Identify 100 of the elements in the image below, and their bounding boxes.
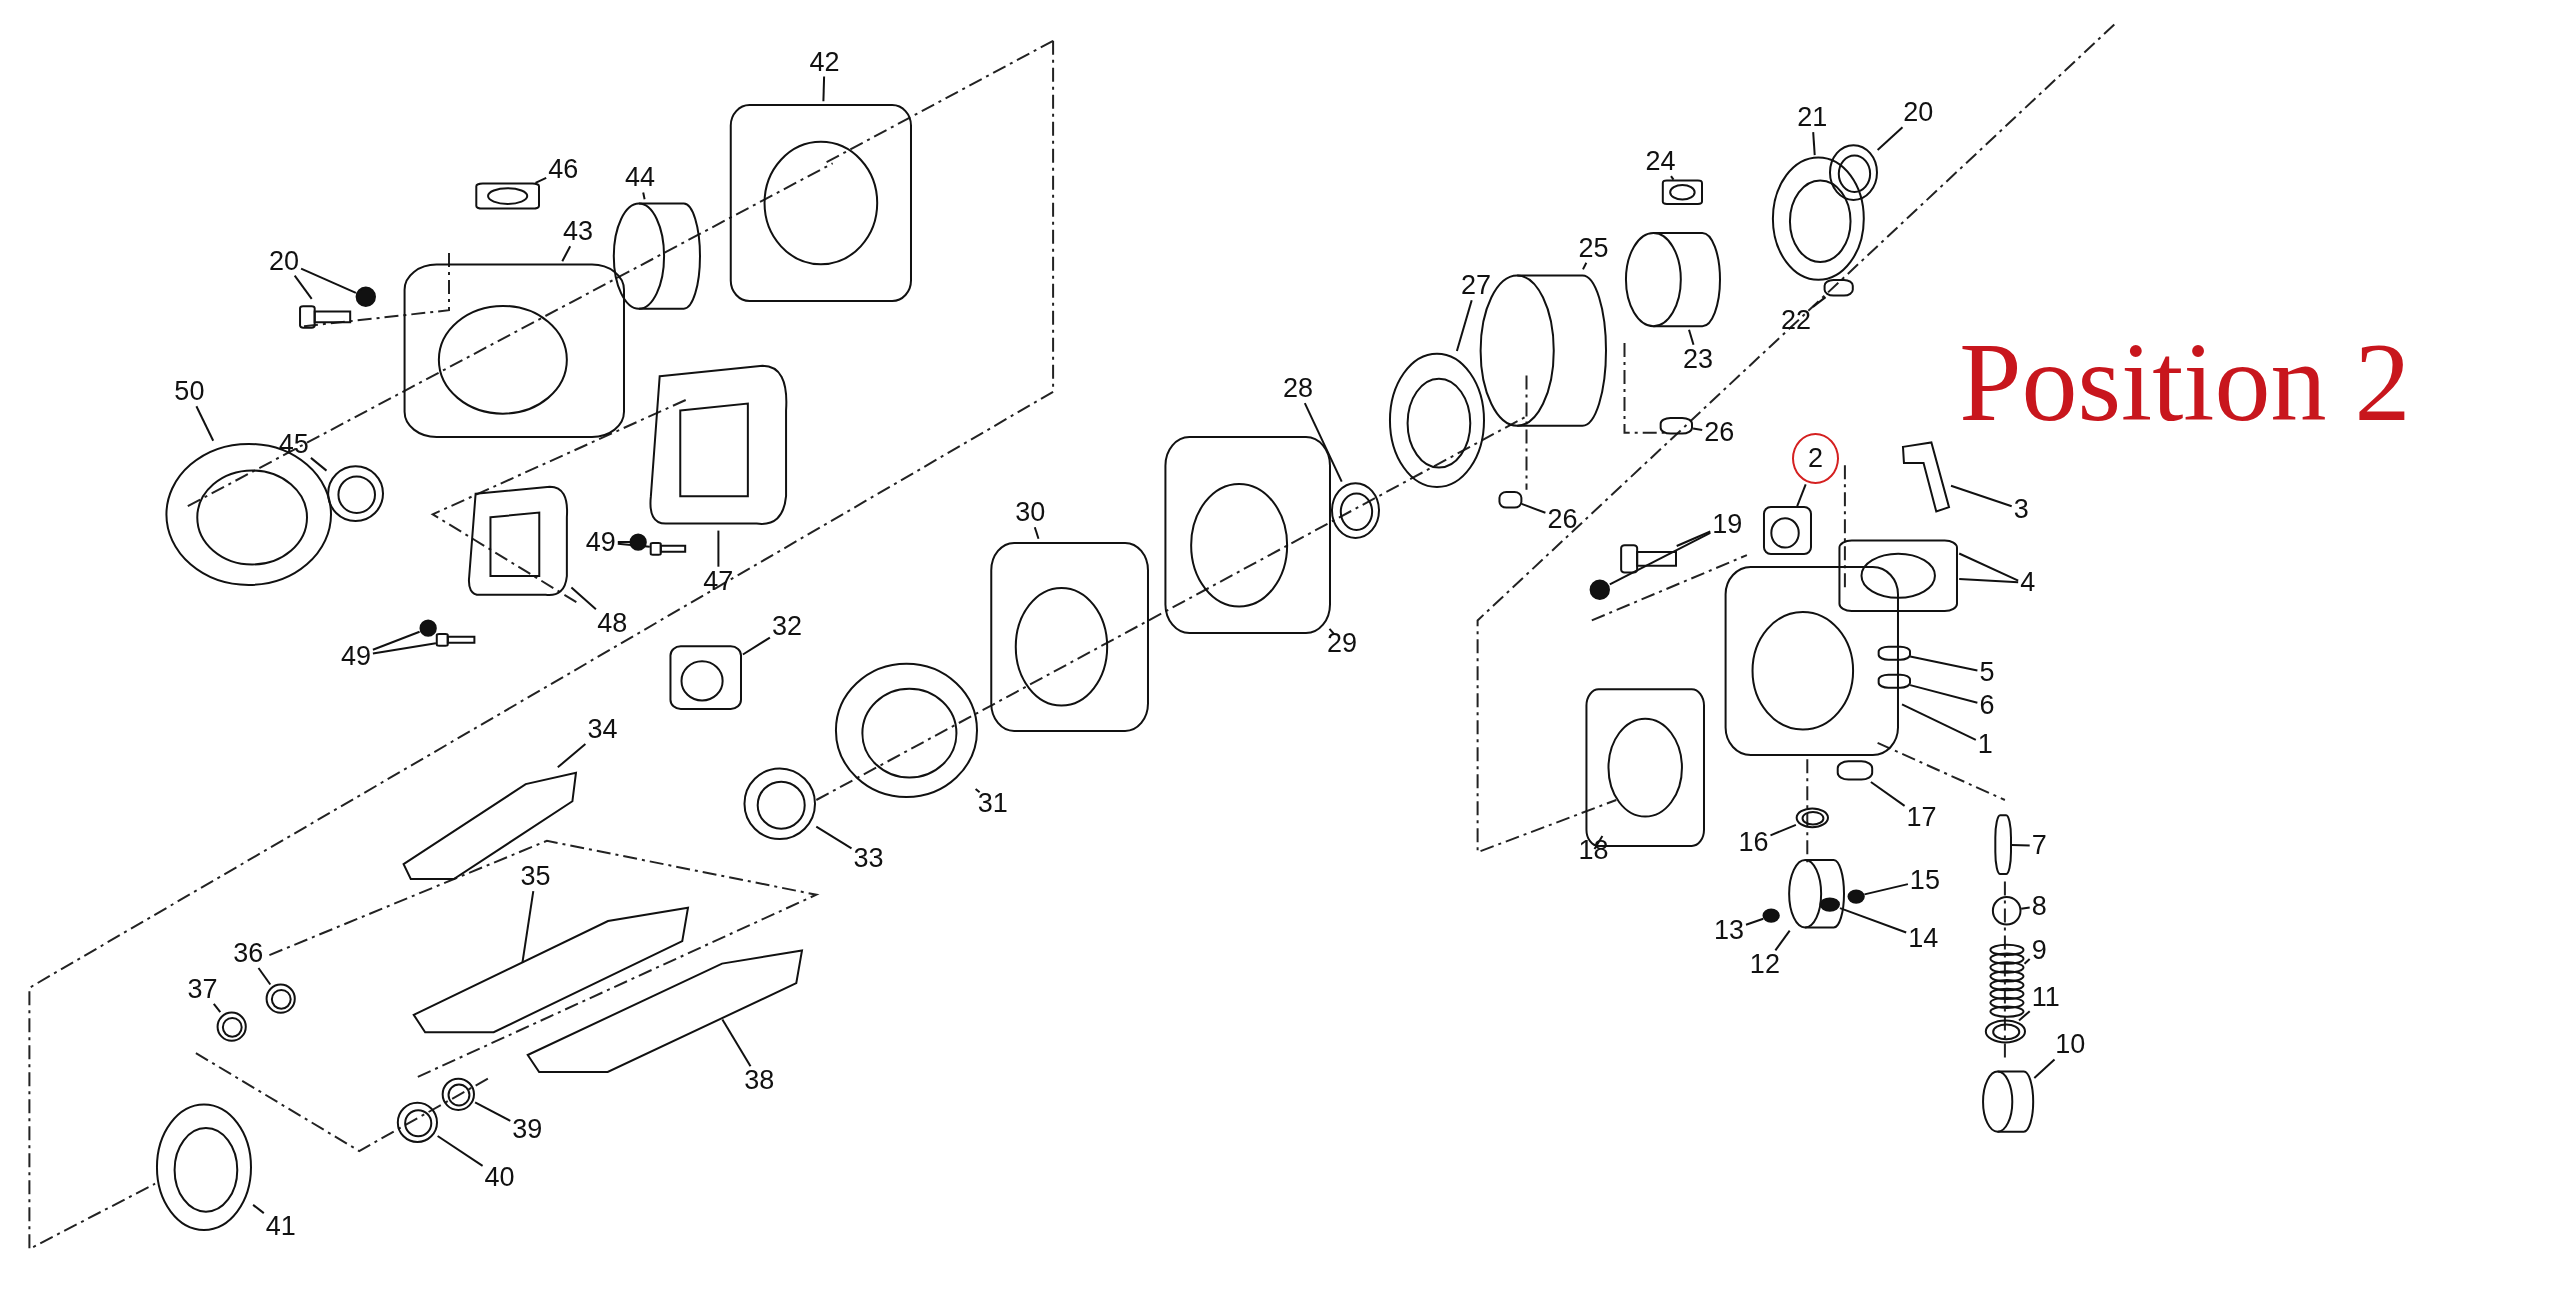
leader-line — [1839, 907, 1908, 934]
callout-number: 2 — [1792, 433, 1839, 485]
leader-line — [1033, 526, 1040, 540]
callout-number: 38 — [742, 1066, 777, 1096]
callout-number: 31 — [975, 788, 1010, 818]
leader-line — [293, 274, 313, 300]
housing-part — [1763, 506, 1813, 556]
leader-line — [1909, 655, 1979, 672]
callout-number: 10 — [2053, 1030, 2088, 1060]
callout-number: 22 — [1778, 305, 1813, 335]
leader-line — [309, 456, 328, 472]
leader-line — [616, 541, 632, 543]
leader-line — [1811, 296, 1827, 308]
callout-number: 32 — [769, 612, 804, 642]
leader-line — [1582, 261, 1588, 271]
leader-line — [1958, 552, 2020, 582]
ring-part — [396, 1102, 438, 1143]
callout-number: 43 — [560, 217, 595, 247]
washer-part — [1820, 897, 1840, 911]
ring-part — [1330, 481, 1380, 539]
leader-line — [1958, 578, 2020, 584]
pin-part — [1877, 672, 1911, 689]
leader-line — [195, 405, 215, 442]
leader-line — [1303, 402, 1343, 483]
leader-line — [721, 1018, 752, 1068]
plate-part — [1662, 179, 1703, 205]
leader-line — [1812, 131, 1816, 157]
callout-number: 48 — [595, 609, 630, 639]
leader-line — [1328, 627, 1335, 635]
leader-line — [436, 1135, 484, 1167]
callout-number: 28 — [1280, 374, 1315, 404]
leader-line — [556, 743, 587, 769]
callout-number: 8 — [2029, 891, 2049, 921]
bolt-part — [435, 630, 476, 650]
plate-part — [475, 182, 541, 209]
spring-part — [1988, 943, 2025, 1018]
leader-line — [1455, 299, 1473, 352]
callout-number: 20 — [267, 246, 302, 276]
ring-part — [217, 1012, 247, 1042]
callout-number: 49 — [338, 641, 373, 671]
callout-number: 40 — [482, 1162, 517, 1192]
washer-part — [630, 533, 647, 551]
callout-number: 34 — [585, 715, 620, 745]
leader-line — [1675, 530, 1712, 547]
leader-line — [521, 890, 535, 964]
callout-number: 4 — [2018, 568, 2038, 598]
leader-line — [252, 1203, 265, 1215]
leader-line — [1876, 126, 1904, 151]
leader-line — [371, 642, 437, 655]
leader-line — [1608, 531, 1712, 586]
leader-line — [2033, 1058, 2056, 1079]
ring-part — [832, 661, 980, 800]
leader-line — [534, 176, 548, 184]
leader-line — [1901, 703, 1977, 741]
leader-line — [561, 245, 572, 263]
callout-number: 20 — [1901, 98, 1936, 128]
ring-part — [742, 767, 817, 841]
ring-part — [442, 1077, 476, 1111]
callout-number: 49 — [583, 527, 618, 557]
leader-line — [474, 1101, 512, 1122]
callout-number: 41 — [263, 1211, 298, 1241]
leader-line — [300, 267, 357, 294]
ring-part — [1985, 1020, 2027, 1044]
callout-number: 42 — [807, 47, 842, 77]
leader-line — [570, 586, 597, 611]
ring-part — [1828, 143, 1878, 201]
callout-number: 44 — [622, 163, 657, 193]
callout-number: 1 — [1975, 730, 1995, 759]
leader-line — [815, 825, 853, 850]
leader-line — [974, 788, 981, 794]
sleeve-part — [1787, 857, 1845, 931]
callout-number: 50 — [172, 377, 207, 407]
ring-part — [1771, 155, 1867, 283]
leader-line — [212, 1002, 222, 1014]
callout-number: 45 — [276, 429, 311, 459]
ring-part — [1387, 351, 1486, 490]
sleeve-part — [1982, 1069, 2035, 1135]
washer-part — [355, 287, 376, 307]
leader-line — [1863, 883, 1909, 896]
ring-part — [1795, 808, 1829, 828]
leader-line — [1520, 502, 1547, 514]
leader-line — [1796, 483, 1807, 508]
housing-part — [669, 644, 743, 711]
leader-line — [2020, 906, 2031, 910]
washer-part — [419, 620, 436, 637]
leader-line — [1769, 823, 1797, 837]
callout-number: 27 — [1458, 271, 1493, 301]
leader-line — [2018, 1010, 2031, 1022]
leader-line — [1909, 684, 1979, 704]
callout-number: 26 — [1545, 504, 1580, 534]
washer-part — [1848, 889, 1865, 903]
leader-line — [1692, 427, 1704, 431]
leader-line — [616, 542, 651, 548]
ring-part — [155, 1102, 254, 1233]
callout-number: 35 — [518, 862, 553, 892]
callout-number: 17 — [1904, 803, 1939, 833]
callout-number: 23 — [1680, 344, 1715, 374]
leader-line — [642, 191, 646, 201]
callout-number: 13 — [1711, 916, 1746, 946]
callout-number: 30 — [1013, 498, 1048, 528]
